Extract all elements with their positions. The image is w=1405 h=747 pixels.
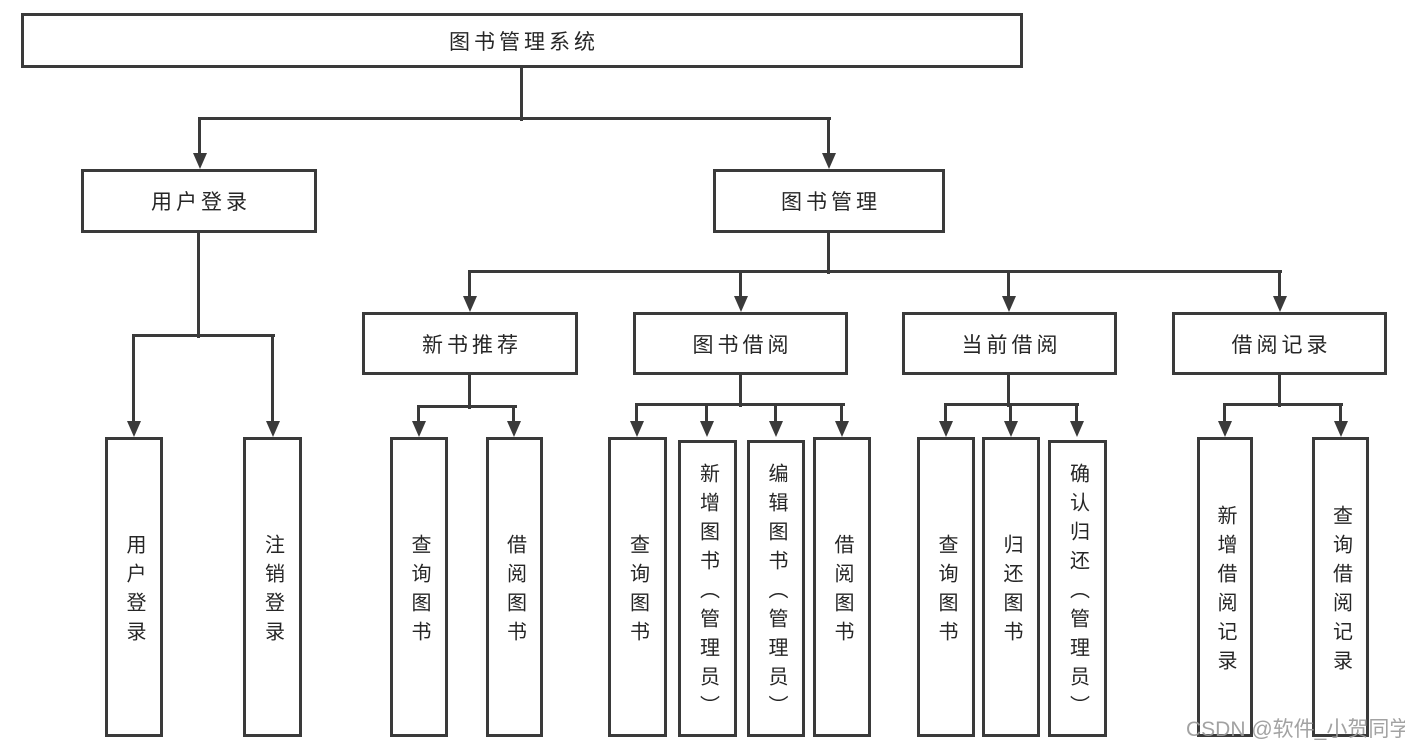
connector-arrowhead	[1002, 296, 1016, 312]
node-borrow-records: 借阅记录	[1172, 312, 1387, 375]
connector-arrowhead	[769, 421, 783, 437]
connector-arrowhead	[1334, 421, 1348, 437]
connector-arrowhead	[734, 296, 748, 312]
connector-vline	[827, 119, 830, 155]
node-leaf-recommend-borrow-book: 借阅图书	[486, 437, 543, 737]
node-label: 查询图书	[935, 533, 957, 650]
connector-vline	[1009, 405, 1012, 423]
node-leaf-current-query-book: 查询图书	[917, 437, 975, 737]
connector-vline	[1223, 405, 1226, 423]
connector-vline	[417, 407, 420, 423]
connector-vline	[520, 68, 523, 121]
node-current-borrow: 当前借阅	[902, 312, 1117, 375]
node-leaf-user-login: 用户登录	[105, 437, 163, 737]
connector-arrowhead	[266, 421, 280, 437]
node-leaf-records-add-record: 新增借阅记录	[1197, 437, 1253, 737]
connector-arrowhead	[822, 153, 836, 169]
node-label: 用户登录	[151, 191, 251, 214]
node-label: 注销登录	[261, 533, 284, 650]
node-leaf-records-query-record: 查询借阅记录	[1312, 437, 1369, 737]
node-label: 查询图书	[626, 533, 649, 650]
connector-vline	[840, 405, 843, 423]
connector-vline	[1075, 405, 1078, 423]
connector-arrowhead	[1004, 421, 1018, 437]
connector-vline	[468, 375, 471, 409]
node-root-library-system: 图书管理系统	[21, 13, 1023, 68]
node-user-login: 用户登录	[81, 169, 317, 233]
connector-vline	[944, 405, 947, 423]
connector-vline	[197, 233, 200, 338]
connector-arrowhead	[507, 421, 521, 437]
node-label: 新书推荐	[422, 333, 522, 357]
connector-arrowhead	[412, 421, 426, 437]
connector-vline	[198, 119, 201, 155]
node-leaf-current-confirm-return-admin: 确认归还（管理员）	[1048, 440, 1107, 737]
connector-vline	[774, 405, 777, 423]
node-label: 当前借阅	[961, 333, 1062, 357]
connector-arrowhead	[939, 421, 953, 437]
node-book-borrow: 图书借阅	[633, 312, 848, 375]
connector-hline	[944, 403, 1079, 406]
connector-vline	[1007, 375, 1010, 407]
node-leaf-borrow-add-book-admin: 新增图书（管理员）	[678, 440, 737, 737]
connector-vline	[1278, 375, 1281, 407]
connector-vline	[512, 407, 515, 423]
node-label: 图书借阅	[692, 333, 793, 357]
node-label: 新增图书（管理员）	[696, 462, 719, 724]
node-leaf-current-return-book: 归还图书	[982, 437, 1040, 737]
node-book-management: 图书管理	[713, 169, 945, 233]
connector-hline	[468, 270, 1282, 273]
connector-vline	[827, 233, 830, 274]
node-new-book-recommend: 新书推荐	[362, 312, 578, 375]
connector-hline	[417, 405, 517, 408]
node-label: 借阅图书	[503, 533, 526, 650]
connector-arrowhead	[700, 421, 714, 437]
connector-hline	[1223, 403, 1343, 406]
node-label: 查询图书	[408, 533, 430, 650]
connector-arrowhead	[127, 421, 141, 437]
connector-vline	[1339, 405, 1342, 423]
node-label: 图书管理系统	[449, 30, 599, 54]
node-leaf-logout: 注销登录	[243, 437, 302, 737]
node-label: 查询借阅记录	[1329, 504, 1352, 679]
connector-vline	[1278, 272, 1281, 298]
connector-vline	[468, 272, 471, 298]
node-label: 借阅记录	[1231, 333, 1332, 357]
node-label: 确认归还（管理员）	[1066, 462, 1089, 724]
connector-vline	[635, 405, 638, 423]
connector-arrowhead	[463, 296, 477, 312]
connector-vline	[705, 405, 708, 423]
connector-arrowhead	[193, 153, 207, 169]
connector-vline	[739, 272, 742, 298]
connector-hline	[635, 403, 845, 406]
connector-hline	[198, 117, 831, 120]
node-label: 编辑图书（管理员）	[765, 462, 787, 724]
connector-arrowhead	[630, 421, 644, 437]
node-leaf-recommend-query-book: 查询图书	[390, 437, 448, 737]
connector-arrowhead	[1273, 296, 1287, 312]
node-leaf-borrow-query-book: 查询图书	[608, 437, 667, 737]
node-leaf-borrow-edit-book-admin: 编辑图书（管理员）	[747, 440, 805, 737]
connector-vline	[271, 336, 274, 423]
connector-vline	[739, 375, 742, 407]
csdn-watermark: CSDN @软件_小贺同学	[1186, 718, 1405, 741]
connector-vline	[132, 336, 135, 423]
connector-arrowhead	[835, 421, 849, 437]
node-label: 用户登录	[123, 533, 145, 650]
connector-arrowhead	[1070, 421, 1084, 437]
node-leaf-borrow-borrow-book: 借阅图书	[813, 437, 871, 737]
connector-hline	[132, 334, 275, 337]
connector-vline	[1007, 272, 1010, 298]
node-label: 归还图书	[1000, 533, 1022, 650]
node-label: 新增借阅记录	[1214, 504, 1236, 679]
connector-arrowhead	[1218, 421, 1232, 437]
node-label: 借阅图书	[831, 533, 853, 650]
node-label: 图书管理	[781, 191, 881, 214]
